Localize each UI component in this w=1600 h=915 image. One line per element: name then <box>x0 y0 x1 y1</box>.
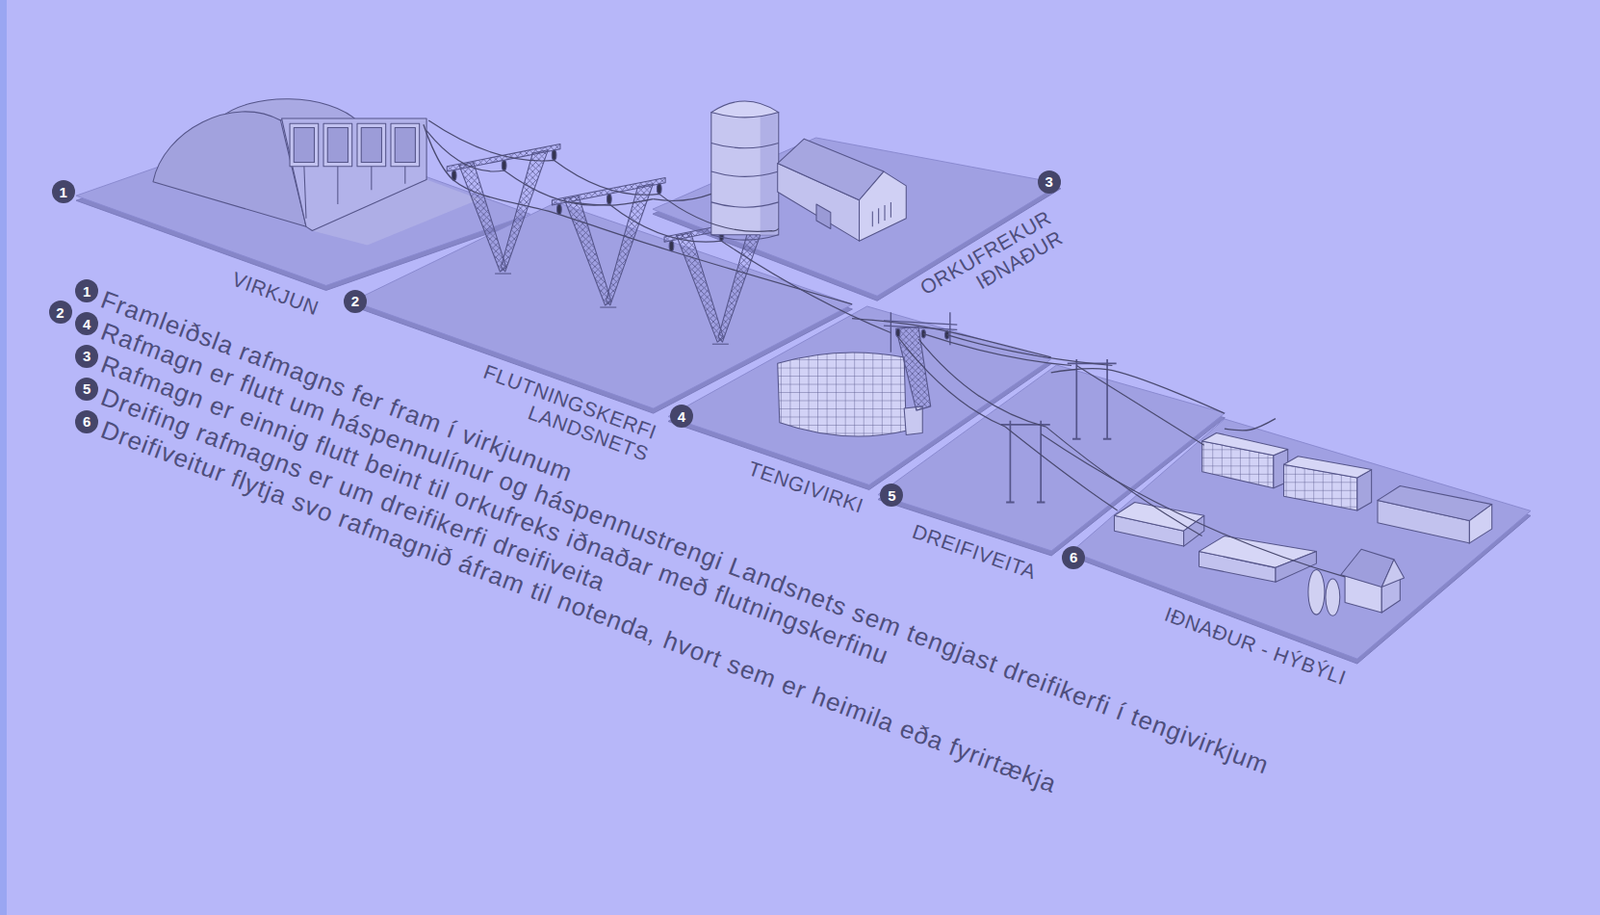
platform: IÐNAÐUR - HÝBÝLI <box>1071 418 1531 659</box>
platform-label: DREIFIVEITA <box>909 519 1040 585</box>
intake-wall <box>282 118 428 232</box>
callout-digit: 2 <box>351 293 360 309</box>
substation-annex <box>903 406 923 436</box>
callout-number: 2 <box>49 300 73 324</box>
tree <box>1325 578 1341 616</box>
platform-label: VIRKJUN <box>229 267 323 321</box>
platform-label-box: VIRKJUN <box>229 267 323 321</box>
platform-shape <box>352 202 852 409</box>
frame-strip <box>0 0 7 915</box>
platform-label-box: ORKUFREKUR IÐNAÐUR <box>916 206 1068 320</box>
intake-gate <box>289 123 319 167</box>
power-line <box>571 199 654 206</box>
platform-label-box: IÐNAÐUR - HÝBÝLI <box>1161 602 1349 691</box>
callout-number: 6 <box>1061 545 1085 569</box>
gate-opening <box>361 128 382 163</box>
callout-digit: 3 <box>82 348 91 363</box>
callout-digit: 5 <box>887 488 896 503</box>
callout-number: 1 <box>51 180 76 204</box>
callout-digit: 1 <box>82 283 91 299</box>
platform-label-box: TENGIVIRKI <box>745 456 867 518</box>
callout-digit: 2 <box>55 305 64 320</box>
callout-number: 2 <box>343 289 367 313</box>
silo <box>711 112 779 235</box>
callout-digit: 6 <box>1069 549 1078 565</box>
silo-band <box>711 142 779 240</box>
callout-digit: 4 <box>82 316 91 332</box>
callout-number: 4 <box>75 311 99 336</box>
intake-gate <box>357 123 387 167</box>
wire <box>428 120 779 232</box>
callout-digit: 4 <box>677 409 686 424</box>
platform-label: IÐNAÐUR - HÝBÝLI <box>1161 602 1349 691</box>
platform-label: ORKUFREKUR IÐNAÐUR <box>916 206 1068 320</box>
platform: DREIFIVEITA <box>877 364 1225 551</box>
callout-digit: 3 <box>1044 174 1053 189</box>
platform-shape <box>668 306 1051 485</box>
callout-number: 5 <box>75 377 99 401</box>
callout-digit: 6 <box>82 413 91 429</box>
platform: TENGIVIRKI <box>668 306 1051 485</box>
platform-label: TENGIVIRKI <box>745 456 867 518</box>
silo-roof <box>711 101 779 118</box>
platform-shape <box>1071 418 1531 659</box>
callout-number: 1 <box>75 279 99 303</box>
platform: ORKUFREKUR IÐNAÐUR <box>652 137 1061 296</box>
callout-number: 3 <box>75 344 99 368</box>
substation-building <box>777 352 907 437</box>
intake-gate <box>390 123 420 167</box>
platform-shape <box>76 124 531 285</box>
intake-pillar <box>304 166 406 219</box>
platform: VIRKJUN <box>76 124 531 285</box>
intake-gate <box>323 123 353 167</box>
platform-top <box>1071 418 1531 659</box>
factory-window <box>872 202 891 227</box>
callout-number: 6 <box>75 410 99 434</box>
callout-digit: 1 <box>59 184 68 200</box>
gate-opening <box>394 128 415 163</box>
callout-number: 3 <box>1037 170 1061 194</box>
insulator <box>896 328 901 336</box>
tree <box>1308 568 1325 615</box>
callout-digit: 5 <box>82 381 91 396</box>
gate-opening <box>327 128 348 163</box>
platform: FLUTNINGSKERFI LANDSNETS <box>352 202 852 409</box>
platform-label-box: DREIFIVEITA <box>909 519 1040 585</box>
gate-opening <box>293 128 314 163</box>
